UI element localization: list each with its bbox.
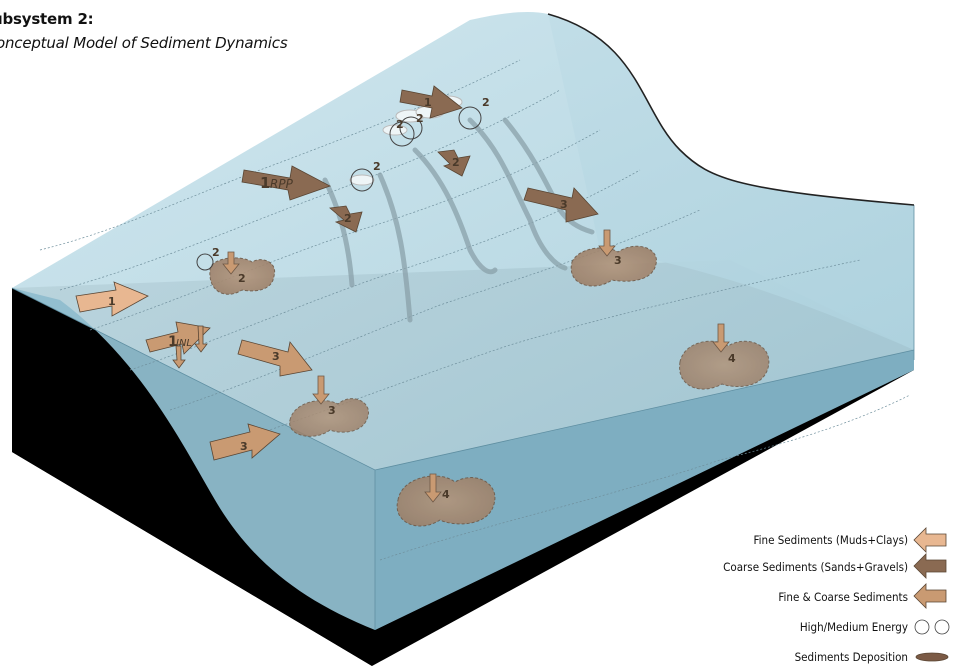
legend-icons — [914, 528, 949, 661]
arrow-1-rpp-label: 1 — [260, 174, 270, 192]
deposition-2-label: 2 — [238, 272, 246, 285]
deposition-3-right-label: 3 — [614, 254, 622, 267]
legend-energy-icon — [915, 620, 949, 634]
arrow-1-rpp-sub: RPP — [270, 177, 294, 191]
deposition-4-right-label: 4 — [728, 352, 736, 365]
deposition-3-mid-label: 3 — [328, 404, 336, 417]
legend-deposition-label: Sediments Deposition — [795, 650, 908, 664]
legend-fine-label: Fine Sediments (Muds+Clays) — [754, 533, 908, 547]
arrow-1-top-label: 1 — [424, 96, 432, 109]
arrow-3-mid-label: 3 — [272, 350, 280, 363]
legend-deposition-icon — [916, 653, 948, 661]
energy-label: 2 — [482, 96, 490, 109]
legend-energy-label: High/Medium Energy — [800, 620, 908, 634]
arrow-3-right-label: 3 — [560, 198, 568, 211]
arrow-1-inl-sub: INL — [176, 338, 192, 349]
legend-coarse-label: Coarse Sediments (Sands+Gravels) — [723, 560, 908, 574]
legend-mixed-label: Fine & Coarse Sediments — [778, 590, 908, 604]
energy-label: 2 — [212, 246, 220, 259]
deposition-4-low-label: 4 — [442, 488, 450, 501]
arrow-2-a-label: 2 — [344, 212, 352, 225]
arrow-1-left-label: 1 — [108, 295, 116, 308]
energy-label: 2 — [416, 112, 424, 125]
energy-label: 2 — [396, 118, 404, 131]
deposition-4-low — [397, 476, 495, 526]
energy-label: 2 — [373, 160, 381, 173]
legend-mixed-arrow-icon — [914, 584, 946, 608]
arrow-3-low-label: 3 — [240, 440, 248, 453]
arrow-2-b-label: 2 — [452, 156, 460, 169]
legend-coarse-arrow-icon — [914, 554, 946, 578]
legend-fine-arrow-icon — [914, 528, 946, 552]
